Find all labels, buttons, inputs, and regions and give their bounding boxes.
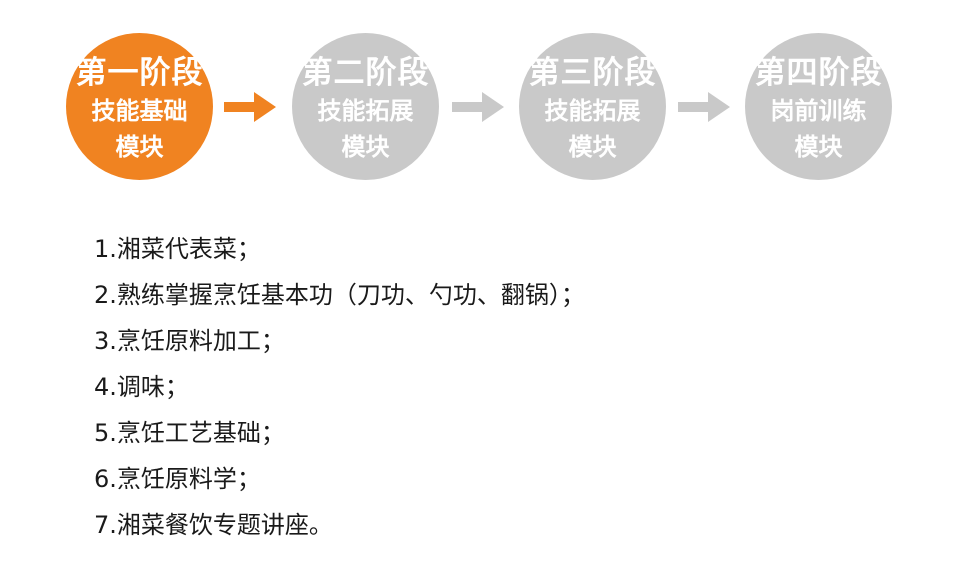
stage-4-circle: 第四阶段 岗前训练 模块 <box>745 33 892 180</box>
stage-2-circle: 第二阶段 技能拓展 模块 <box>292 33 439 180</box>
arrow-right-icon <box>224 92 276 122</box>
course-content-list: 1.湘菜代表菜； 2.熟练掌握烹饪基本功（刀功、勺功、翻锅）； 3.烹饪原料加工… <box>94 226 585 548</box>
stage-2-module-name: 技能拓展 <box>317 96 414 125</box>
stage-3-circle: 第三阶段 技能拓展 模块 <box>519 33 666 180</box>
stage-1-module-suffix: 模块 <box>115 132 164 161</box>
list-item: 3.烹饪原料加工； <box>94 327 285 355</box>
list-item: 5.烹饪工艺基础； <box>94 419 285 447</box>
stage-2-title: 第二阶段 <box>301 54 430 91</box>
stage-1-circle: 第一阶段 技能基础 模块 <box>66 33 213 180</box>
arrow-1-shape <box>224 92 276 122</box>
stage-1-title: 第一阶段 <box>75 54 204 91</box>
arrow-right-icon <box>452 92 504 122</box>
list-item: 7.湘菜餐饮专题讲座。 <box>94 511 333 539</box>
list-item: 2.熟练掌握烹饪基本功（刀功、勺功、翻锅）； <box>94 281 585 309</box>
stage-1-module-name: 技能基础 <box>91 96 188 125</box>
arrow-3-shape <box>678 92 730 122</box>
list-item: 6.烹饪原料学； <box>94 465 261 493</box>
stage-flow: 第一阶段 技能基础 模块 第二阶段 技能拓展 模块 第三阶段 技能拓展 模块 第… <box>0 0 960 210</box>
stage-2-module-suffix: 模块 <box>341 132 390 161</box>
list-item: 4.调味； <box>94 373 189 401</box>
stage-3-module-suffix: 模块 <box>568 132 617 161</box>
arrow-2-shape <box>452 92 504 122</box>
stage-3-module-name: 技能拓展 <box>544 96 641 125</box>
stage-4-title: 第四阶段 <box>754 54 883 91</box>
stage-4-module-name: 岗前训练 <box>770 96 867 125</box>
stage-3-title: 第三阶段 <box>528 54 657 91</box>
stage-4-module-suffix: 模块 <box>794 132 843 161</box>
list-item: 1.湘菜代表菜； <box>94 235 261 263</box>
arrow-right-icon <box>678 92 730 122</box>
